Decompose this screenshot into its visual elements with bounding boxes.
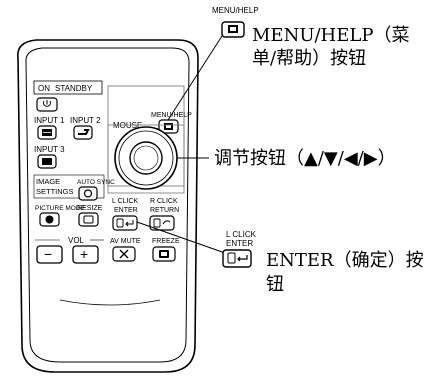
image-group: IMAGE SETTINGS AUTO SYNC PICTURE MODE RE… xyxy=(33,174,115,227)
l-click-label-1: L CLICK xyxy=(112,198,139,205)
adjust-callout: 调节按钮（▲/▼/◀/▶） xyxy=(214,148,396,169)
vol-minus-glyph: − xyxy=(44,246,52,262)
resize-label: RESIZE xyxy=(77,205,103,212)
enter-callout: L CLICK ENTER ENTER（确定）按 钮 xyxy=(222,230,424,295)
resize-button[interactable] xyxy=(78,212,99,227)
image-settings-label-2: SETTINGS xyxy=(36,187,74,196)
l-click-enter-button[interactable] xyxy=(112,215,138,231)
input1-button[interactable] xyxy=(37,125,57,140)
input2-label: INPUT 2 xyxy=(70,116,101,125)
callout-lines xyxy=(136,35,226,254)
mute-icon xyxy=(119,249,129,259)
callout-menu-text-2: 单/帮助）按钮 xyxy=(252,48,366,69)
input-group: INPUT 1 INPUT 2 INPUT 3 xyxy=(34,116,101,169)
standby-label: STANDBY xyxy=(55,84,93,93)
input2-button[interactable] xyxy=(73,125,93,140)
picture-mode-label: PICTURE MODE xyxy=(35,205,86,212)
freeze-button[interactable] xyxy=(152,246,176,262)
av-mute-button[interactable] xyxy=(112,246,136,262)
remote-body xyxy=(17,39,199,373)
callout-enter-text-1: ENTER（确定）按 xyxy=(266,250,424,271)
vol-plus-button[interactable]: + xyxy=(72,245,99,264)
r-click-label-1: R CLICK xyxy=(150,198,178,205)
input1-label: INPUT 1 xyxy=(34,116,65,125)
vol-label: VOL xyxy=(68,236,85,245)
input3-button[interactable] xyxy=(37,154,57,169)
callout-enter-icon xyxy=(222,249,252,268)
auto-sync-button[interactable] xyxy=(78,186,98,201)
mouse-label: MOUSE xyxy=(113,121,142,130)
callout-enter-text-2: 钮 xyxy=(266,274,284,295)
mouse-panel: MENU/HELP MOUSE xyxy=(107,85,192,194)
on-label: ON xyxy=(38,84,50,93)
power-icon xyxy=(43,100,51,107)
av-mute-label: AV MUTE xyxy=(110,238,141,245)
adjust-pad[interactable] xyxy=(114,126,178,190)
freeze-label: FREEZE xyxy=(152,238,180,245)
click-group: L CLICK ENTER R CLICK RETURN xyxy=(112,198,179,231)
vol-minus-button[interactable]: − xyxy=(36,245,63,264)
l-click-label-2: ENTER xyxy=(114,207,138,214)
r-click-label-2: RETURN xyxy=(150,207,179,214)
auto-sync-label: AUTO SYNC xyxy=(77,179,115,186)
menu-help-callout: MENU/HELP MENU/HELP（菜 单/帮助）按钮 xyxy=(212,6,409,69)
image-settings-label-1: IMAGE xyxy=(36,177,60,186)
input3-label: INPUT 3 xyxy=(34,145,65,154)
callout-menu-icon xyxy=(221,21,245,38)
callout-menu-small-label: MENU/HELP xyxy=(212,6,259,15)
power-group: ON STANDBY xyxy=(33,80,103,112)
menu-help-small-label: MENU/HELP xyxy=(151,112,192,119)
volume-group: VOL − + xyxy=(35,236,104,264)
callout-adjust-text: 调节按钮（▲/▼/◀/▶） xyxy=(214,148,396,169)
picture-mode-button[interactable] xyxy=(39,212,60,227)
callout-enter-small-1: L CLICK xyxy=(226,230,257,239)
callout-enter-small-2: ENTER xyxy=(226,239,253,248)
mute-freeze-group: AV MUTE FREEZE xyxy=(110,238,180,262)
power-button[interactable] xyxy=(36,97,58,112)
r-click-return-button[interactable] xyxy=(149,215,175,231)
callout-menu-text-1: MENU/HELP（菜 xyxy=(252,25,409,46)
vol-plus-glyph: + xyxy=(80,246,88,262)
